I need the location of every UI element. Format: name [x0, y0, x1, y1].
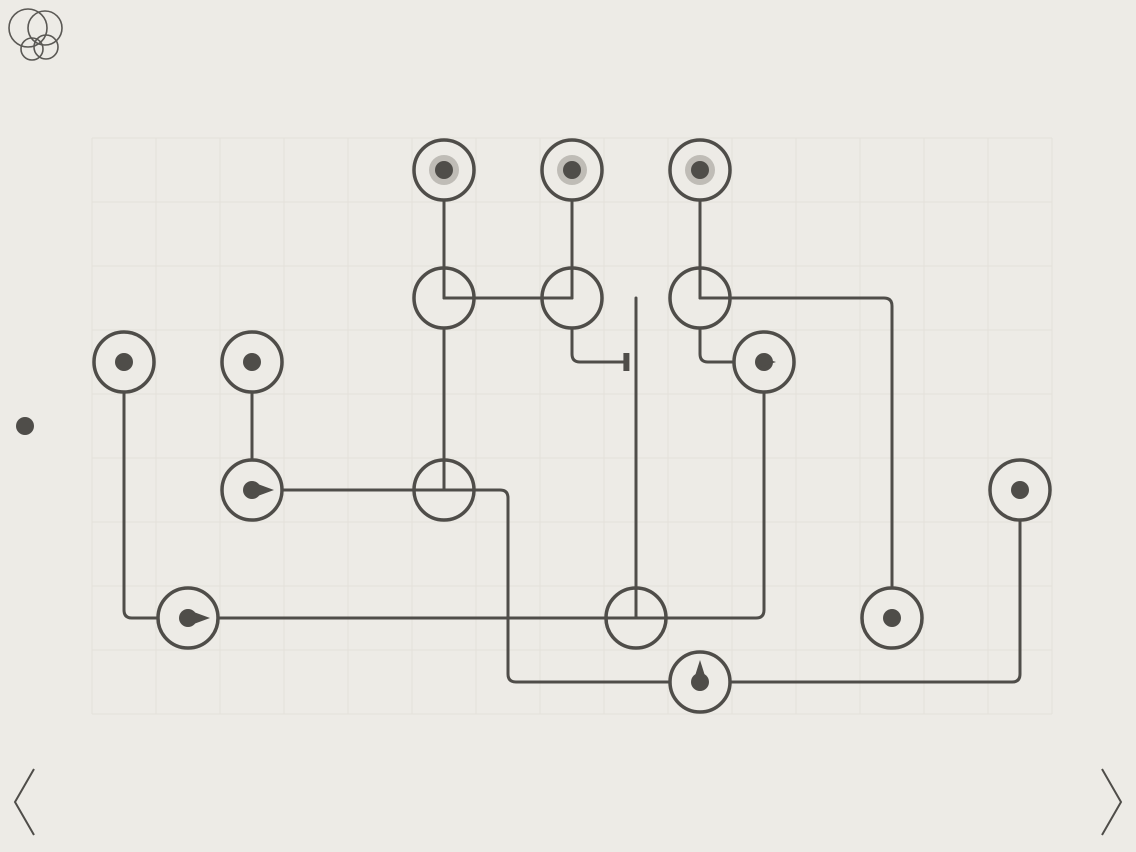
- wires: [122, 168, 1022, 684]
- junction-ring[interactable]: [412, 266, 476, 330]
- nodes: [92, 138, 1052, 714]
- source-node[interactable]: [668, 138, 732, 202]
- overlapping-circles-icon[interactable]: [8, 8, 63, 61]
- junction-ring[interactable]: [412, 458, 476, 522]
- wire: [122, 360, 190, 620]
- wire: [698, 296, 894, 620]
- junction-ring[interactable]: [540, 266, 604, 330]
- dot-icon: [16, 417, 34, 435]
- wire: [570, 328, 625, 364]
- wire: [442, 488, 702, 684]
- target-node[interactable]: [860, 586, 924, 650]
- wire: [634, 360, 766, 620]
- rotator-node[interactable]: [220, 458, 284, 522]
- junction-ring[interactable]: [604, 586, 668, 650]
- chevron-left-icon[interactable]: [13, 768, 35, 836]
- chevron-right-icon[interactable]: [1101, 768, 1123, 836]
- rotator-node[interactable]: [668, 650, 732, 714]
- target-node[interactable]: [92, 330, 156, 394]
- wire: [698, 488, 1022, 684]
- target-node[interactable]: [220, 330, 284, 394]
- source-node[interactable]: [412, 138, 476, 202]
- wire: [698, 328, 766, 364]
- rotator-node[interactable]: [156, 586, 220, 650]
- wire-blocker: [623, 353, 630, 371]
- junction-ring[interactable]: [668, 266, 732, 330]
- rotator-node[interactable]: [732, 330, 796, 394]
- target-node[interactable]: [988, 458, 1052, 522]
- source-node[interactable]: [540, 138, 604, 202]
